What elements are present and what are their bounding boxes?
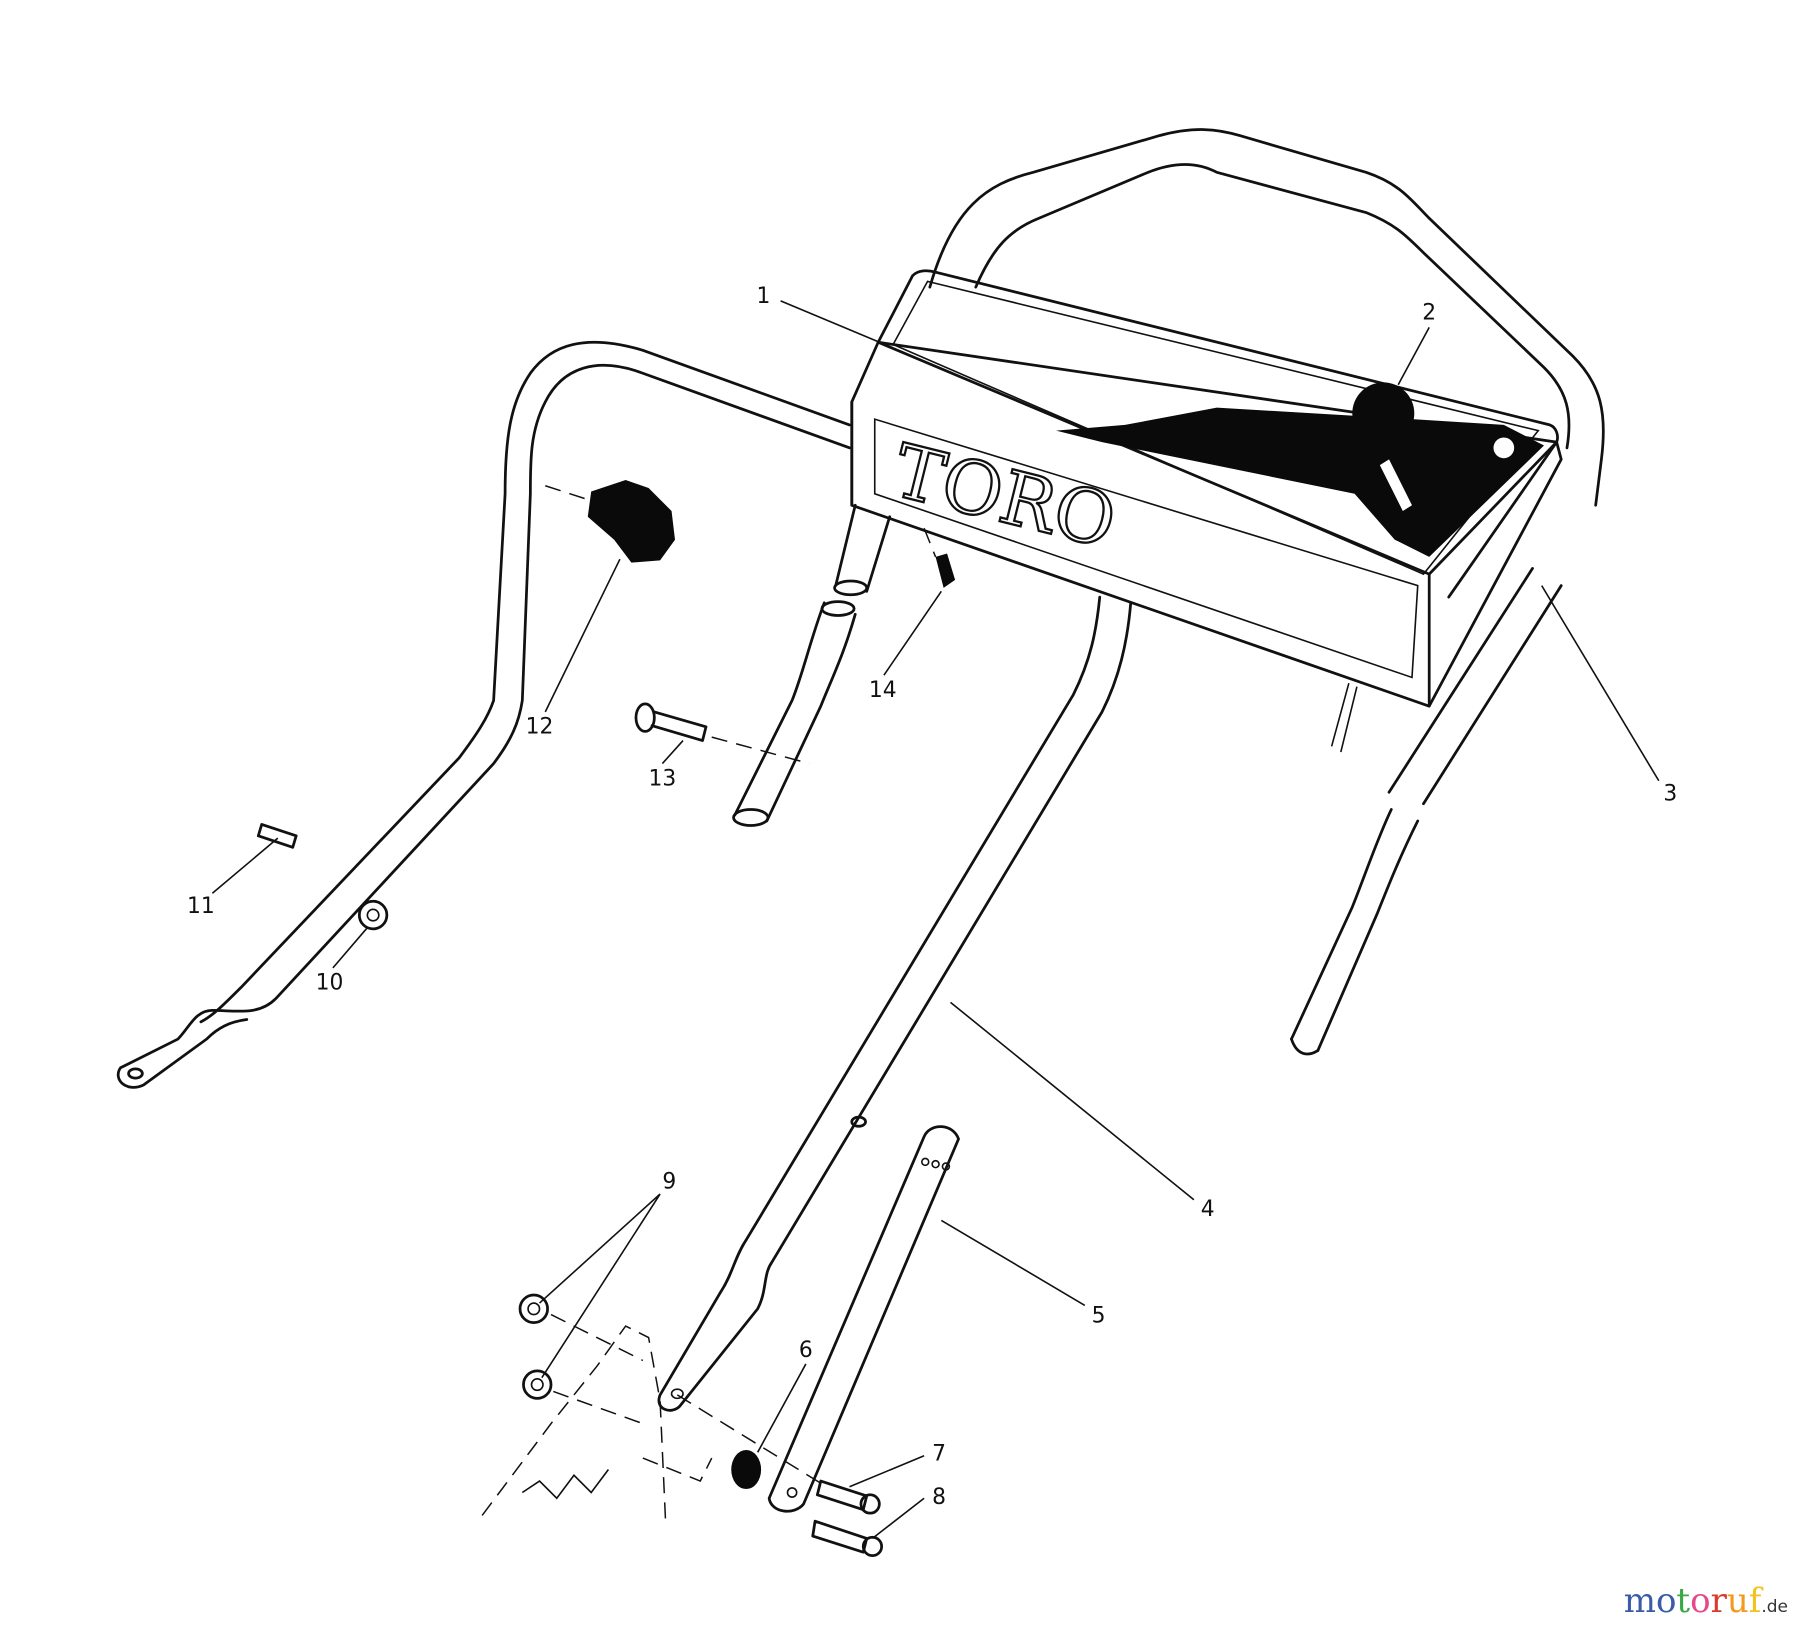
watermark-letter: m xyxy=(1623,1581,1656,1621)
nut-10 xyxy=(357,899,389,931)
link-bar xyxy=(767,1125,960,1513)
callout-9: 9 xyxy=(662,1169,676,1194)
callout-14: 14 xyxy=(869,678,897,703)
watermark-letter: t xyxy=(1676,1581,1691,1621)
callout-6: 6 xyxy=(799,1338,813,1363)
callout-12: 12 xyxy=(526,715,554,740)
carriage-bolt xyxy=(634,702,810,765)
pin xyxy=(256,823,298,849)
center-tube xyxy=(732,503,892,827)
watermark-text: motoruf xyxy=(1624,1581,1762,1621)
bolts xyxy=(676,1394,884,1558)
upper-handle xyxy=(928,128,1605,1056)
callout-10: 10 xyxy=(316,971,344,996)
knob xyxy=(545,480,675,563)
control-panel: TORO xyxy=(850,269,1563,753)
callout-7: 7 xyxy=(932,1441,946,1466)
watermark-letter: o xyxy=(1655,1581,1677,1621)
callout-leaders xyxy=(211,300,1660,1540)
callout-4: 4 xyxy=(1201,1197,1215,1222)
screw xyxy=(923,527,956,588)
spacer xyxy=(731,1450,762,1490)
callout-11: 11 xyxy=(187,894,215,919)
callout-1: 1 xyxy=(756,284,770,309)
callout-3: 3 xyxy=(1663,781,1677,806)
callout-13: 13 xyxy=(648,766,676,791)
watermark-letter: r xyxy=(1710,1581,1727,1621)
watermark-logo: motoruf.de xyxy=(1624,1581,1788,1621)
callout-8: 8 xyxy=(932,1485,946,1510)
lock-nuts xyxy=(518,1293,644,1425)
watermark-suffix: .de xyxy=(1761,1597,1788,1617)
watermark-letter: f xyxy=(1748,1581,1762,1621)
callout-labels: 1 2 3 4 5 6 7 8 9 10 11 12 13 14 xyxy=(187,284,1677,1510)
mower-deck-fragment xyxy=(481,1325,713,1527)
left-handle xyxy=(116,340,851,1089)
watermark-letter: u xyxy=(1726,1581,1749,1621)
callout-2: 2 xyxy=(1422,300,1436,325)
lower-handle xyxy=(657,595,1133,1412)
callout-5: 5 xyxy=(1092,1304,1106,1329)
watermark-letter: o xyxy=(1690,1581,1711,1621)
toro-logo: TORO xyxy=(885,429,1124,566)
